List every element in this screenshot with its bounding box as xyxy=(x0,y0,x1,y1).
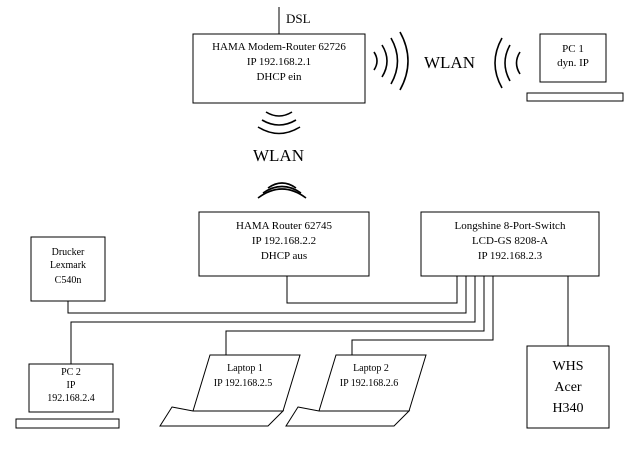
switch-line-2: LCD-GS 8208-A xyxy=(472,235,548,247)
network-cables xyxy=(67,276,569,364)
cable-printer-switch xyxy=(67,276,467,314)
pc1-monitor xyxy=(539,33,607,83)
printer-node: Drucker Lexmark C540n xyxy=(30,236,106,302)
pc1-left-wifi-icon xyxy=(494,37,521,89)
pc2-keyboard xyxy=(15,418,120,429)
router-node: HAMA Router 62745 IP 192.168.2.2 DHCP au… xyxy=(198,211,370,277)
wlan-label-top: WLAN xyxy=(424,53,475,72)
modem-router-node: HAMA Modem-Router 62726 IP 192.168.2.1 D… xyxy=(192,33,366,104)
modem-router-line-3: DHCP ein xyxy=(256,71,302,83)
router-line-3: DHCP aus xyxy=(261,250,307,262)
cable-pc2-switch xyxy=(70,276,476,364)
cable-laptop1-switch xyxy=(225,276,485,355)
modem-router-line-1: HAMA Modem-Router 62726 xyxy=(212,41,346,53)
wlan-label-middle: WLAN xyxy=(253,146,304,165)
switch-line-3: IP 192.168.2.3 xyxy=(478,250,543,262)
router-up-wifi-icon xyxy=(257,182,307,199)
modem-down-wifi-icon xyxy=(257,111,301,135)
pc1-keyboard xyxy=(526,92,624,102)
laptop2-base xyxy=(285,406,411,427)
router-line-1: HAMA Router 62745 xyxy=(236,220,332,232)
printer-line-3: C540n xyxy=(55,275,82,286)
laptop1-base xyxy=(159,406,285,427)
switch-node: Longshine 8-Port-Switch LCD-GS 8208-A IP… xyxy=(420,211,600,277)
printer-box xyxy=(30,236,106,302)
pc2-node: PC 2 IP 192.168.2.4 xyxy=(15,363,120,429)
switch-box xyxy=(420,211,600,277)
pc2-monitor xyxy=(28,363,114,413)
laptop2-line-2: IP 192.168.2.6 xyxy=(340,378,399,389)
pc1-line-1: PC 1 xyxy=(562,43,584,55)
cable-laptop2-switch xyxy=(351,276,494,355)
pc2-line-1: PC 2 xyxy=(61,367,81,378)
modem-router-box xyxy=(192,33,366,104)
pc2-line-3: 192.168.2.4 xyxy=(47,393,95,404)
laptop1-line-1: Laptop 1 xyxy=(227,363,263,374)
whs-node: WHS Acer H340 xyxy=(526,345,610,429)
whs-line-3: H340 xyxy=(552,401,583,416)
pc1-node: PC 1 dyn. IP xyxy=(526,33,624,102)
modem-right-wifi-icon xyxy=(373,31,409,91)
pc2-line-2: IP xyxy=(67,380,76,391)
whs-line-1: WHS xyxy=(552,359,583,374)
laptop2-line-1: Laptop 2 xyxy=(353,363,389,374)
laptop1-line-2: IP 192.168.2.5 xyxy=(214,378,273,389)
whs-line-2: Acer xyxy=(554,380,582,395)
laptop1-node: Laptop 1 IP 192.168.2.5 xyxy=(159,354,301,427)
router-box xyxy=(198,211,370,277)
cable-router-switch xyxy=(286,276,458,304)
whs-box xyxy=(526,345,610,429)
laptop2-node: Laptop 2 IP 192.168.2.6 xyxy=(285,354,427,427)
printer-line-2: Lexmark xyxy=(50,260,86,271)
router-line-2: IP 192.168.2.2 xyxy=(252,235,316,247)
pc1-line-2: dyn. IP xyxy=(557,57,589,69)
dsl-label: DSL xyxy=(286,11,311,26)
modem-router-line-2: IP 192.168.2.1 xyxy=(247,56,311,68)
switch-line-1: Longshine 8-Port-Switch xyxy=(455,220,566,232)
printer-line-1: Drucker xyxy=(52,247,85,258)
